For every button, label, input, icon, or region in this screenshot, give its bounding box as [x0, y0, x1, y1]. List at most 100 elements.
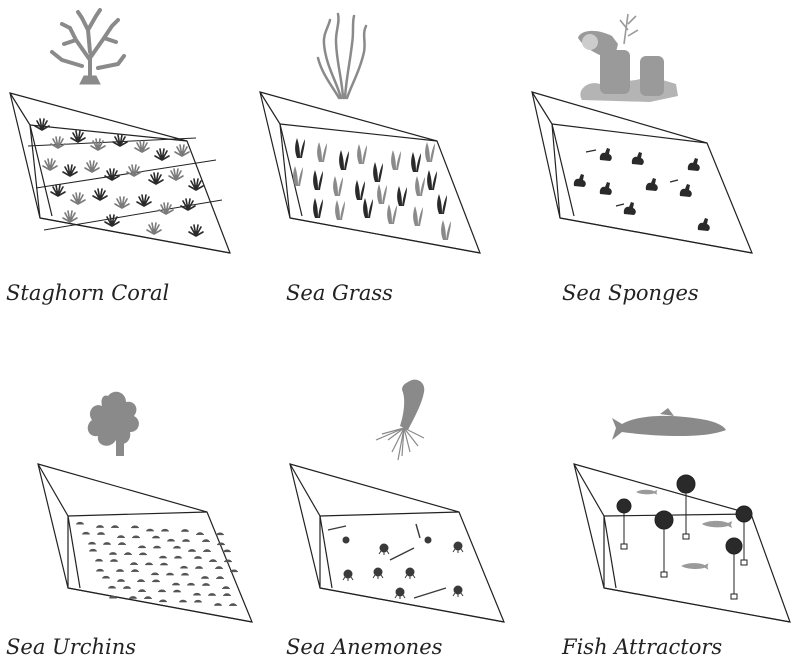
urchin-mark	[82, 532, 90, 534]
buoy	[726, 538, 742, 599]
urchin-mark	[102, 576, 110, 578]
urchin-mark	[151, 573, 159, 575]
panel-staghorn-coral: Staghorn Coral	[6, 10, 230, 305]
urchin-mark	[187, 583, 195, 585]
urchin-mark	[131, 526, 139, 528]
urchin-mark	[181, 573, 189, 575]
urchin-mark	[188, 550, 196, 552]
urchin-mark	[195, 567, 203, 569]
panel-caption: Fish Attractors	[561, 635, 722, 659]
small-fish	[636, 490, 732, 570]
urchin-mark	[89, 549, 97, 551]
urchin-mark	[152, 536, 160, 538]
urchin-mark	[123, 587, 131, 589]
habitat-frame	[260, 92, 480, 253]
urchin-mark	[153, 546, 161, 548]
urchin-mark	[167, 539, 175, 541]
panel-caption: Sea Sponges	[562, 281, 699, 305]
urchin-mark	[229, 604, 237, 606]
urchin-mark	[152, 580, 160, 582]
urchin-mark	[116, 570, 124, 572]
urchin-mark	[209, 560, 217, 562]
panel-caption: Sea Urchins	[6, 635, 136, 659]
urchin-mark	[124, 553, 132, 555]
urchin-mark	[95, 559, 103, 561]
coral-rows	[35, 119, 203, 236]
urchin-mark	[146, 529, 154, 531]
urchin-mark	[203, 550, 211, 552]
urchin-mark	[108, 586, 116, 588]
panel-sea-sponges: Sea Sponges	[532, 14, 752, 305]
urchin-mark	[181, 530, 189, 532]
urchin-mark	[222, 587, 230, 589]
urchin-mark	[109, 596, 117, 598]
urchin-mark	[159, 556, 167, 558]
urchin-mark	[174, 556, 182, 558]
urchin-mark	[137, 580, 145, 582]
panel-caption: Staghorn Coral	[6, 281, 169, 305]
urchin-mark	[132, 536, 140, 538]
buoy	[617, 499, 631, 549]
panel-caption: Sea Anemones	[286, 635, 443, 659]
urchin-mark	[216, 577, 224, 579]
urchin-mark	[223, 594, 231, 596]
urchin-mark	[166, 573, 174, 575]
urchin-mark	[172, 583, 180, 585]
urchin-mark	[214, 604, 222, 606]
sea-anemone-icon	[376, 380, 424, 460]
urchin-mark	[215, 567, 223, 569]
urchin-mark	[173, 590, 181, 592]
urchin-mark	[145, 563, 153, 565]
urchin-mark	[180, 566, 188, 568]
buoy	[655, 511, 673, 577]
urchin-mark	[202, 584, 210, 586]
habitat-frame	[532, 92, 752, 253]
urchin-mark	[161, 529, 169, 531]
habitat-frame	[290, 464, 504, 622]
urchin-mark	[202, 540, 210, 542]
urchin-mark	[217, 543, 225, 545]
sponge-scatter	[574, 148, 710, 231]
urchin-mark	[224, 560, 232, 562]
urchin-mark	[159, 600, 167, 602]
anemone-scatter	[328, 524, 463, 599]
sea-grass-icon	[318, 14, 366, 98]
sea-sponge-icon	[578, 14, 678, 102]
urchin-mark	[97, 533, 105, 535]
urchin-mark	[76, 522, 84, 524]
urchin-mark	[182, 540, 190, 542]
urchin-mark	[216, 533, 224, 535]
urchin-mark	[201, 577, 209, 579]
urchin-field	[76, 522, 238, 605]
urchin-mark	[109, 553, 117, 555]
urchin-mark	[130, 563, 138, 565]
fish-icon	[612, 408, 726, 440]
urchin-mark	[103, 543, 111, 545]
urchin-mark	[158, 590, 166, 592]
urchin-mark	[144, 597, 152, 599]
buoy-field	[617, 475, 752, 599]
urchin-mark	[230, 570, 238, 572]
urchin-mark	[118, 543, 126, 545]
sea-urchin-icon	[88, 392, 139, 456]
urchin-mark	[173, 546, 181, 548]
urchin-mark	[139, 553, 147, 555]
panel-sea-urchins: Sea Urchins	[6, 392, 252, 659]
urchin-mark	[111, 526, 119, 528]
urchin-mark	[194, 600, 202, 602]
urchin-mark	[96, 526, 104, 528]
urchin-mark	[193, 593, 201, 595]
urchin-mark	[129, 597, 137, 599]
urchin-mark	[194, 557, 202, 559]
urchin-mark	[196, 533, 204, 535]
urchin-mark	[208, 594, 216, 596]
urchin-mark	[117, 580, 125, 582]
panel-caption: Sea Grass	[286, 281, 393, 305]
urchin-mark	[96, 569, 104, 571]
urchin-mark	[160, 563, 168, 565]
staghorn-coral-icon	[52, 10, 124, 84]
panel-fish-attractors: Fish Attractors	[561, 408, 790, 659]
panel-sea-anemones: Sea Anemones	[286, 380, 504, 659]
urchin-mark	[110, 560, 118, 562]
